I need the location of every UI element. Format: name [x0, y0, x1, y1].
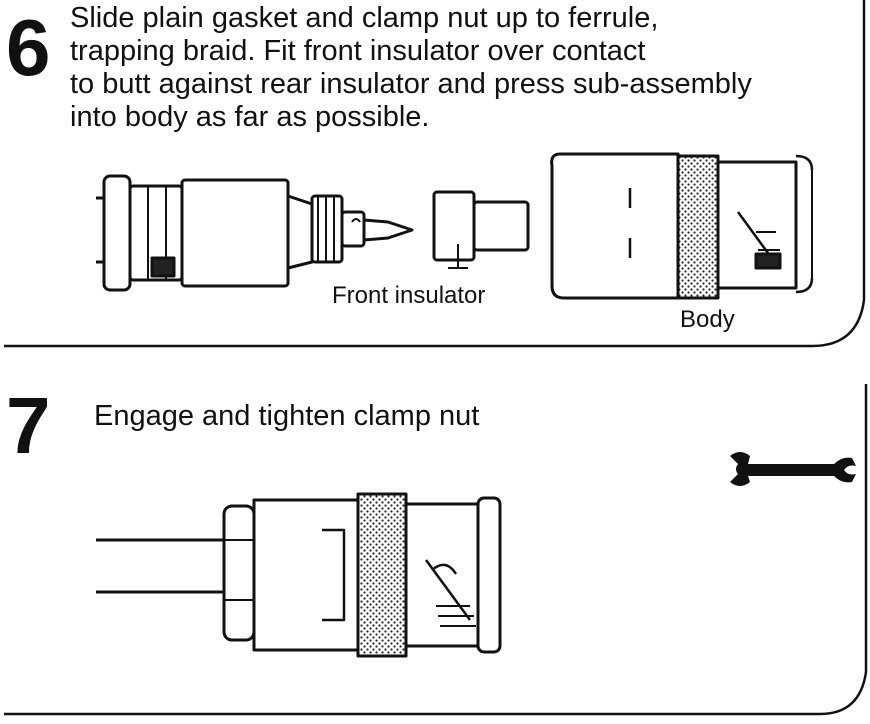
- front-insulator-drawing: [432, 190, 530, 269]
- step-7-instructions: Engage and tighten clamp nut: [94, 400, 479, 433]
- step-6-line-3: to butt against rear insulator and press…: [70, 68, 752, 100]
- step-number-7: 7: [6, 381, 51, 470]
- sub-assembly-drawing: [96, 174, 414, 292]
- step-6-frame: [4, 0, 866, 348]
- spanner-icon: [730, 452, 856, 486]
- step-7-line-1: Engage and tighten clamp nut: [94, 400, 480, 432]
- step-6-line-1: Slide plain gasket and clamp nut up to f…: [70, 2, 659, 34]
- label-front-insulator: Front insulator: [332, 282, 486, 309]
- label-body: Body: [680, 306, 735, 333]
- step-7-frame: [4, 384, 868, 716]
- step-6-line-2: trapping braid. Fit front insulator over…: [70, 35, 646, 67]
- step-number-6: 6: [6, 3, 51, 92]
- step-6-instructions: Slide plain gasket and clamp nut up to f…: [70, 2, 752, 134]
- step-6-line-4: into body as far as possible.: [70, 101, 430, 133]
- assembled-connector-drawing: [96, 492, 502, 658]
- body-drawing: [550, 152, 814, 300]
